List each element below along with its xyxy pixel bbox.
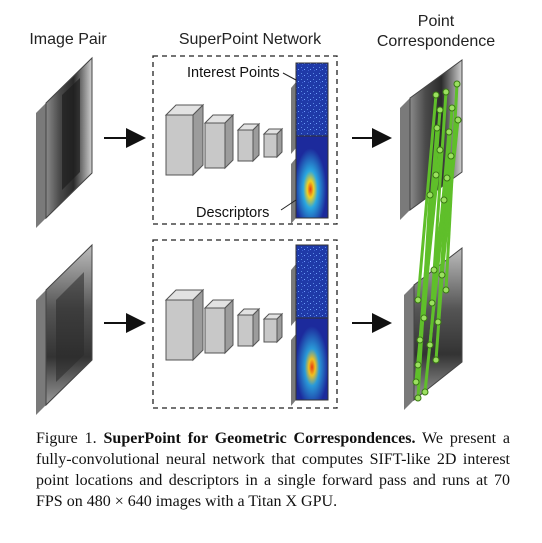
diagram-canvas: Interest Points Descriptors	[36, 55, 463, 415]
heading-image-pair: Image Pair	[29, 31, 107, 48]
descriptors-pointer	[280, 199, 297, 211]
interest-point-map-bottom	[291, 244, 329, 326]
descriptors-label: Descriptors	[196, 205, 269, 221]
interest-points-pointer	[282, 72, 297, 81]
match-lines	[414, 83, 460, 399]
heading-superpoint-network: SuperPoint Network	[178, 31, 322, 48]
descriptor-map-bottom	[291, 317, 329, 406]
match-points	[412, 80, 462, 402]
caption-prefix: Figure 1.	[36, 430, 104, 447]
input-image-bottom	[36, 243, 93, 415]
network-box-top	[152, 55, 338, 225]
figure-caption: Figure 1. SuperPoint for Geometric Corre…	[36, 428, 510, 512]
figure-diagram: Image Pair SuperPoint Network Point Corr…	[29, 13, 496, 415]
heading-point-correspondence-1: Point	[417, 13, 455, 30]
network-layers-bottom	[164, 288, 284, 362]
network-layers-top	[164, 103, 284, 177]
descriptor-map-top	[291, 135, 329, 224]
caption-text: We present a fully-convolutional neural …	[36, 430, 511, 510]
interest-point-map-top	[291, 62, 329, 154]
heading-point-correspondence-2: Correspondence	[376, 33, 496, 50]
network-box-bottom	[152, 239, 338, 409]
interest-points-label: Interest Points	[187, 65, 280, 81]
input-image-top	[36, 56, 93, 228]
caption-title: SuperPoint for Geometric Correspondences…	[103, 430, 416, 447]
